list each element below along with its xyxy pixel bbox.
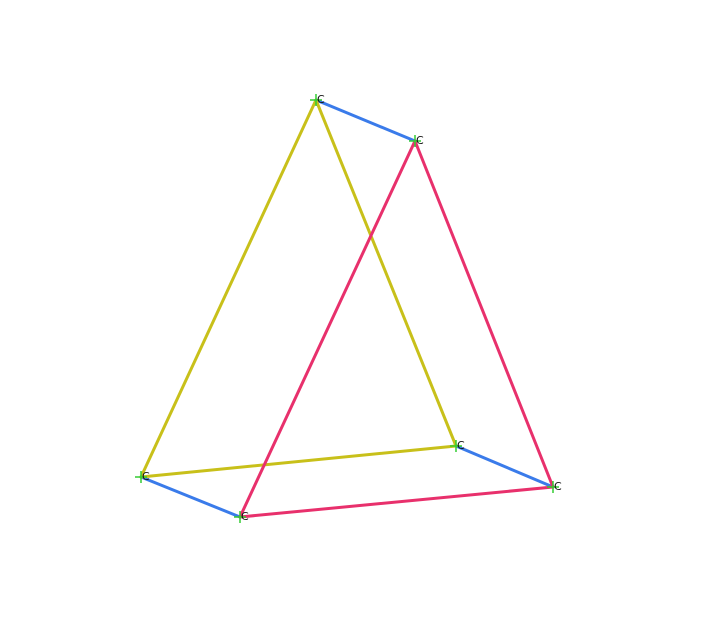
vertex-marker-v1 (310, 94, 322, 106)
edge-v2-v4 (238, 139, 417, 519)
edge-v3-v5 (139, 444, 458, 479)
vertex-label-v2: C (416, 134, 424, 147)
vertex-label-v3: C (142, 470, 150, 483)
vertex-label-layer: C C C C C C (142, 93, 562, 523)
vertex-label-v1: C (317, 93, 325, 106)
edge-v4-v6 (238, 485, 555, 519)
edge-v1-v5 (314, 98, 458, 448)
vertex-marker-layer (135, 94, 559, 523)
vertex-marker-v3 (135, 471, 147, 483)
vertex-label-v4: C (241, 510, 249, 523)
edge-v2-v6 (413, 139, 555, 489)
vertex-marker-v6 (547, 481, 559, 493)
vertex-label-v5: C (457, 439, 465, 452)
edge-v1-v2 (314, 98, 417, 143)
edge-v3-v4 (139, 475, 242, 519)
vertex-marker-v5 (450, 440, 462, 452)
edge-v5-v6 (454, 444, 555, 489)
edge-v1-v3 (139, 98, 318, 479)
vertex-label-v6: C (554, 480, 562, 493)
edge-layer (139, 98, 555, 519)
vertex-marker-v4 (234, 511, 246, 523)
vertex-marker-v2 (409, 135, 421, 147)
